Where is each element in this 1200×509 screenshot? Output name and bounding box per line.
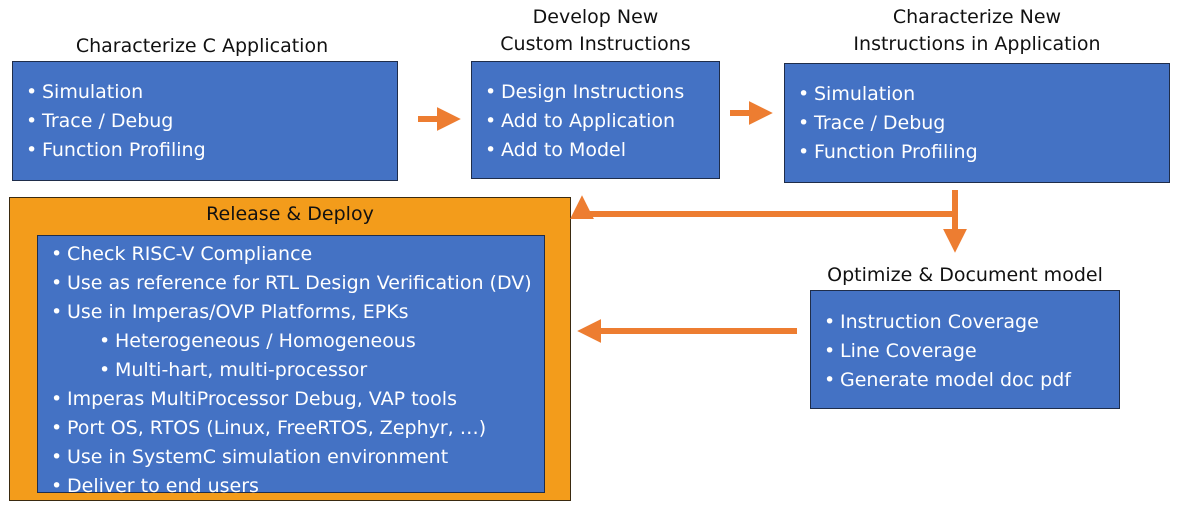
- list-subitem: Multi-hart, multi-processor: [51, 356, 544, 385]
- optimize-title: Optimize & Document model: [810, 262, 1120, 289]
- characterize-app-title: Characterize C Application: [12, 33, 392, 60]
- list-item: Add to Model: [485, 136, 719, 165]
- list-item: Function Profiling: [26, 136, 397, 165]
- develop-title-line2: Custom Instructions: [500, 33, 691, 55]
- characterize-new-list: Simulation Trace / Debug Function Profil…: [798, 80, 1169, 167]
- develop-title: Develop New Custom Instructions: [471, 4, 720, 58]
- release-deploy-title: Release & Deploy: [206, 203, 374, 225]
- release-deploy-panel: Release & Deploy Check RISC-V Compliance…: [9, 197, 571, 501]
- characterize-new-title-line1: Characterize New: [892, 6, 1062, 28]
- list-item: Imperas MultiProcessor Debug, VAP tools: [51, 385, 544, 414]
- list-item: Add to Application: [485, 107, 719, 136]
- list-item: Simulation: [798, 80, 1169, 109]
- characterize-new-box: Simulation Trace / Debug Function Profil…: [784, 63, 1170, 183]
- release-deploy-list: Check RISC-V Compliance Use as reference…: [51, 240, 544, 501]
- list-item: Deliver to end users: [51, 472, 544, 501]
- characterize-app-title-text: Characterize C Application: [75, 35, 329, 57]
- release-deploy-box: Check RISC-V Compliance Use as reference…: [37, 235, 545, 497]
- list-item: Function Profiling: [798, 138, 1169, 167]
- arrow-loop-back-to-develop: [570, 190, 958, 220]
- list-item: Use in SystemC simulation environment: [51, 443, 544, 472]
- list-item: Instruction Coverage: [824, 308, 1119, 337]
- characterize-new-title: Characterize New Instructions in Applica…: [784, 4, 1170, 58]
- develop-title-line1: Develop New: [532, 6, 659, 28]
- list-item: Line Coverage: [824, 337, 1119, 366]
- characterize-app-box: Simulation Trace / Debug Function Profil…: [12, 61, 398, 181]
- develop-list: Design Instructions Add to Application A…: [485, 78, 719, 165]
- list-item: Use in Imperas/OVP Platforms, EPKs: [51, 298, 544, 327]
- list-item: Trace / Debug: [798, 109, 1169, 138]
- characterize-app-list: Simulation Trace / Debug Function Profil…: [26, 78, 397, 165]
- list-item: Generate model doc pdf: [824, 366, 1119, 395]
- optimize-box: Instruction Coverage Line Coverage Gener…: [810, 290, 1120, 409]
- list-item: Design Instructions: [485, 78, 719, 107]
- list-item: Trace / Debug: [26, 107, 397, 136]
- list-item: Check RISC-V Compliance: [51, 240, 544, 269]
- list-item: Simulation: [26, 78, 397, 107]
- characterize-new-title-line2: Instructions in Application: [853, 33, 1101, 55]
- list-item: Use as reference for RTL Design Verifica…: [51, 269, 544, 298]
- list-subitem: Heterogeneous / Homogeneous: [51, 327, 544, 356]
- optimize-title-text: Optimize & Document model: [827, 264, 1103, 286]
- optimize-list: Instruction Coverage Line Coverage Gener…: [824, 308, 1119, 395]
- list-item: Port OS, RTOS (Linux, FreeRTOS, Zephyr, …: [51, 414, 544, 443]
- develop-box: Design Instructions Add to Application A…: [471, 61, 720, 179]
